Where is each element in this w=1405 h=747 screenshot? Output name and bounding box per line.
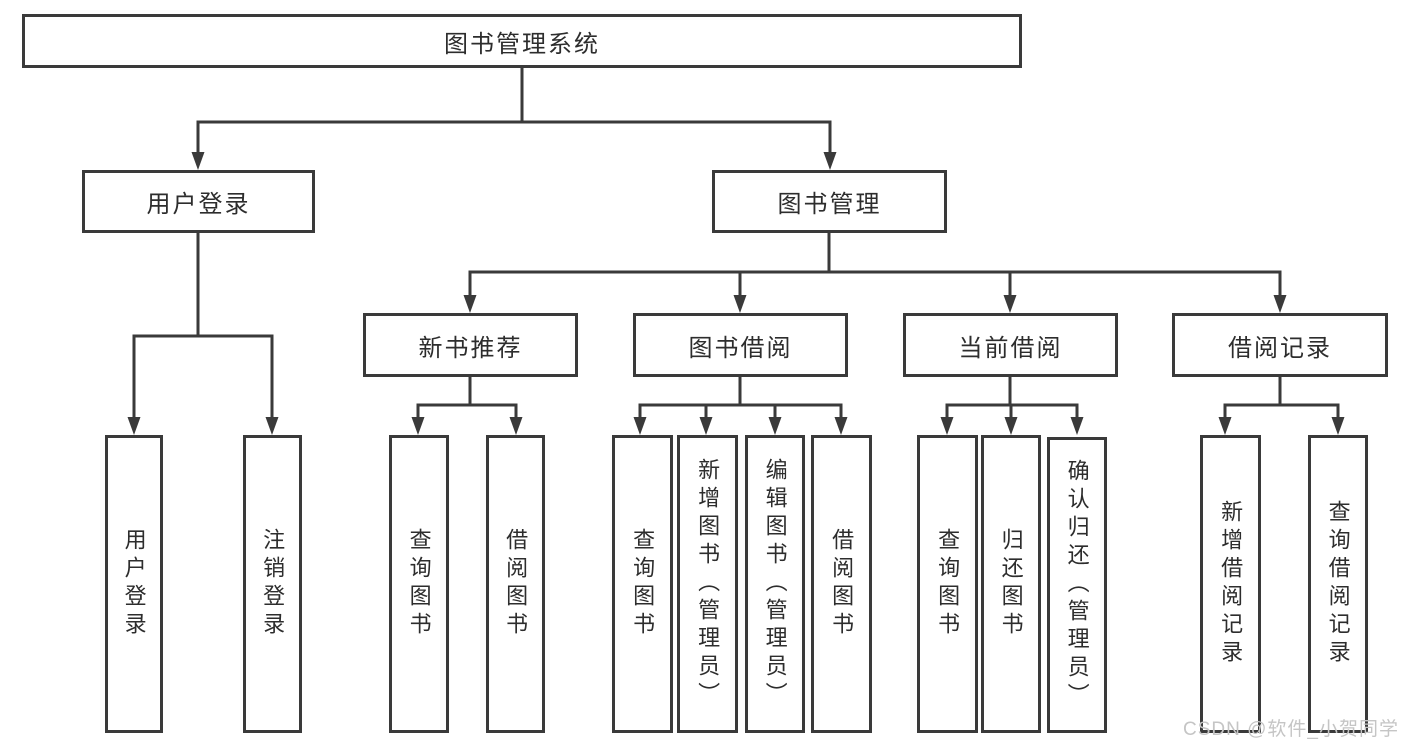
arrowhead [768, 417, 782, 435]
arrowhead [633, 417, 647, 435]
connector-root-to-level2 [191, 68, 837, 170]
leaf-records-query-record: 查询借阅记录 [1308, 435, 1368, 733]
leaf-borrow-query-books-label: 查询图书 [630, 528, 656, 640]
leaf-recommend-borrow-books: 借阅图书 [486, 435, 545, 733]
arrowhead [1331, 417, 1345, 435]
leaf-user-login-label: 用户登录 [121, 528, 147, 640]
arrowhead [1273, 295, 1287, 313]
arrowhead [509, 417, 523, 435]
node-borrow-records: 借阅记录 [1172, 313, 1388, 377]
connector-mgmt-to-level3 [463, 233, 1287, 313]
csdn-watermark: CSDN @软件_小贺同学 [1183, 719, 1399, 740]
arrowhead [1070, 417, 1084, 435]
connector-recommend-to-leaves [411, 377, 523, 435]
leaf-current-query-books: 查询图书 [917, 435, 978, 733]
leaf-user-login: 用户登录 [105, 435, 163, 733]
node-new-book-recommend: 新书推荐 [363, 313, 578, 377]
leaf-recommend-query-books-label: 查询图书 [406, 528, 432, 640]
node-current-borrow: 当前借阅 [903, 313, 1118, 377]
node-book-management-label: 图书管理 [777, 191, 882, 218]
node-user-login-label: 用户登录 [146, 191, 251, 218]
node-book-borrow: 图书借阅 [633, 313, 848, 377]
arrowhead [1003, 295, 1017, 313]
node-root-label: 图书管理系统 [444, 30, 600, 58]
leaf-records-add-record-label: 新增借阅记录 [1218, 500, 1244, 668]
connector-records-to-leaves [1218, 377, 1345, 435]
arrowhead [463, 295, 477, 313]
arrowhead [1218, 417, 1232, 435]
node-current-borrow-label: 当前借阅 [958, 334, 1063, 362]
leaf-borrow-borrow-books: 借阅图书 [811, 435, 872, 733]
leaf-borrow-edit-books-admin: 编辑图书（管理员） [745, 435, 805, 733]
connector-borrow-to-leaves [633, 377, 848, 435]
leaf-current-return-books-label: 归还图书 [998, 528, 1024, 640]
node-book-management: 图书管理 [712, 170, 947, 233]
arrowhead [823, 152, 837, 170]
arrowhead [191, 152, 205, 170]
arrowhead [733, 295, 747, 313]
node-borrow-records-label: 借阅记录 [1228, 334, 1332, 362]
leaf-borrow-borrow-books-label: 借阅图书 [829, 528, 855, 640]
leaf-current-query-books-label: 查询图书 [935, 528, 961, 640]
connector-current-to-leaves [940, 377, 1084, 435]
leaf-records-add-record: 新增借阅记录 [1200, 435, 1261, 733]
connector-login-to-leaves [127, 233, 279, 435]
leaf-borrow-edit-books-admin-label: 编辑图书（管理员） [762, 458, 788, 710]
node-user-login: 用户登录 [82, 170, 315, 233]
leaf-records-query-record-label: 查询借阅记录 [1325, 500, 1351, 668]
leaf-recommend-query-books: 查询图书 [389, 435, 449, 733]
leaf-borrow-add-books-admin-label: 新增图书（管理员） [695, 458, 721, 710]
leaf-borrow-query-books: 查询图书 [612, 435, 673, 733]
leaf-current-return-books: 归还图书 [981, 435, 1041, 733]
arrowhead [1004, 417, 1018, 435]
arrowhead [940, 417, 954, 435]
node-new-book-recommend-label: 新书推荐 [418, 334, 523, 362]
node-root: 图书管理系统 [22, 14, 1022, 68]
leaf-borrow-add-books-admin: 新增图书（管理员） [677, 435, 738, 733]
leaf-logout: 注销登录 [243, 435, 302, 733]
arrowhead [834, 417, 848, 435]
arrowhead [699, 417, 713, 435]
leaf-logout-label: 注销登录 [260, 528, 286, 640]
node-book-borrow-label: 图书借阅 [688, 334, 793, 362]
leaf-current-confirm-return-admin: 确认归还（管理员） [1047, 437, 1107, 733]
arrowhead [411, 417, 425, 435]
leaf-current-confirm-return-admin-label: 确认归还（管理员） [1064, 459, 1090, 711]
arrowhead [265, 417, 279, 435]
leaf-recommend-borrow-books-label: 借阅图书 [503, 528, 529, 640]
arrowhead [127, 417, 141, 435]
